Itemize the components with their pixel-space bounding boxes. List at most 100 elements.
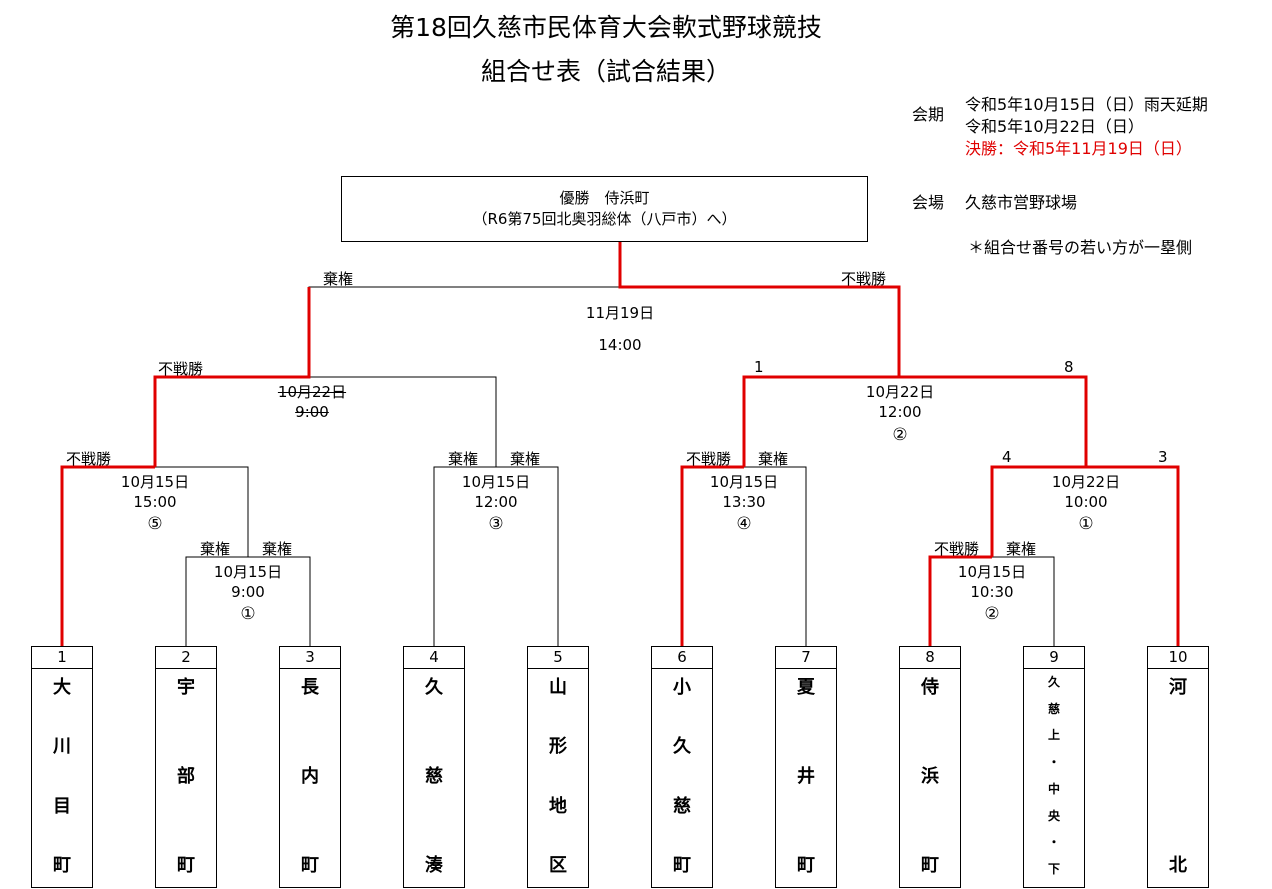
m3-order: ③ [488,514,504,534]
m4-bracket [744,466,807,646]
team-number: 7 [776,647,836,669]
m4-time: 13:30 [722,493,766,511]
team-number: 6 [652,647,712,669]
final-left-result: 棄権 [323,270,354,288]
seat-note: ＊組合せ番号の若い方が一塁側 [968,238,1193,257]
team-name: 小久慈町 [652,669,712,879]
m1b-left-score: 4 [1002,448,1012,466]
winner-m5 [60,465,155,646]
team-name-char: 浜 [921,766,939,787]
period-date-1: 令和5年10月15日（日）雨天延期 [965,95,1208,114]
team-name-char: 河 [1169,677,1187,698]
champion-box: 優勝 侍浜町 （R6第75回北奥羽総体（八戸市）へ） [341,176,868,242]
team-number: 3 [280,647,340,669]
team-name-char: 北 [1169,855,1187,876]
team-name-char: 井 [797,766,815,787]
m1b-right-score: 3 [1158,448,1168,466]
team-box: 8 侍浜町 [899,646,961,888]
team-number: 5 [528,647,588,669]
team-name-char: 侍 [921,677,939,698]
team-name: 大川目町 [32,669,92,879]
team-number: 1 [32,647,92,669]
semi-left-date: 10月22日 [277,383,347,401]
m1a-order: ① [240,604,256,624]
winner-m2 [928,555,992,646]
winner-semi-left [153,287,311,467]
m2-order: ② [984,604,1000,624]
m1a-time: 9:00 [231,583,265,601]
team-name-char: 町 [797,855,815,876]
m4-date: 10月15日 [709,473,779,491]
page-subtitle: 組合せ表（試合結果） [480,57,731,86]
team-name-char: 区 [549,854,567,876]
team-number: 10 [1148,647,1208,669]
m4-right-result: 棄権 [758,450,789,468]
m2-left-result: 不戦勝 [934,540,980,558]
m3-date: 10月15日 [461,473,531,491]
team-name-char: 慈 [673,795,691,817]
semi-left-bracket [309,376,497,467]
semi-right-right-score: 8 [1064,358,1074,376]
m4-order: ④ [736,514,752,534]
final-right-result: 不戦勝 [841,270,887,288]
winner-m1b-right [1086,465,1180,646]
period-date-2: 令和5年10月22日（日） [965,117,1144,136]
m5-left-result: 不戦勝 [66,450,112,468]
m5-date: 10月15日 [120,473,190,491]
semi-right-order: ② [892,425,908,445]
venue-name: 久慈市営野球場 [965,193,1078,212]
winner-m1b [990,465,1086,557]
semi-right-time: 12:00 [878,403,922,421]
final-time: 14:00 [598,336,642,354]
venue-label: 会場 [912,193,945,212]
m5-time: 15:00 [133,493,177,511]
team-name-char: 部 [177,766,195,787]
team-name-char: 久 [425,677,443,698]
champion-name: 優勝 侍浜町 [559,189,650,207]
team-name-char: 長 [301,677,319,698]
team-name-char: 央 [1047,808,1060,823]
team-name-char: 久 [1047,675,1060,689]
team-name-char: 川 [53,736,71,758]
final-date: 11月19日 [585,304,655,322]
m1b-order: ① [1078,514,1094,534]
team-name-char: 町 [177,855,195,876]
team-name-char: 町 [921,855,939,876]
team-name-char: 中 [1047,781,1060,796]
period-label: 会期 [912,105,945,124]
team-name: 河北 [1148,669,1208,879]
team-name-char: 宇 [177,677,195,698]
team-name-char: 湊 [425,855,443,876]
m5-bracket [155,466,249,557]
m3-right-result: 棄権 [510,450,541,468]
period-final-date: 決勝：令和5年11月19日（日） [965,139,1192,158]
team-name-char: 上 [1047,728,1060,743]
team-name-char: ・ [1047,755,1060,770]
team-number: 8 [900,647,960,669]
team-number: 9 [1024,647,1084,669]
team-name-char: 地 [549,795,567,817]
team-name-char: 町 [53,854,71,876]
team-name-char: 慈 [1047,701,1060,716]
semi-right-date: 10月22日 [865,383,935,401]
team-name-char: 町 [301,855,319,876]
team-name: 夏井町 [776,669,836,879]
team-name-char: 町 [673,854,691,876]
m2-bracket [992,556,1055,646]
team-name: 山形地区 [528,669,588,879]
m3-left-result: 棄権 [448,450,479,468]
winner-final-right [618,242,901,377]
winner-m4 [680,465,744,646]
page-title: 第18回久慈市民体育大会軟式野球競技 [390,13,822,42]
m3-bracket [433,466,559,646]
m1a-bracket [185,556,311,646]
